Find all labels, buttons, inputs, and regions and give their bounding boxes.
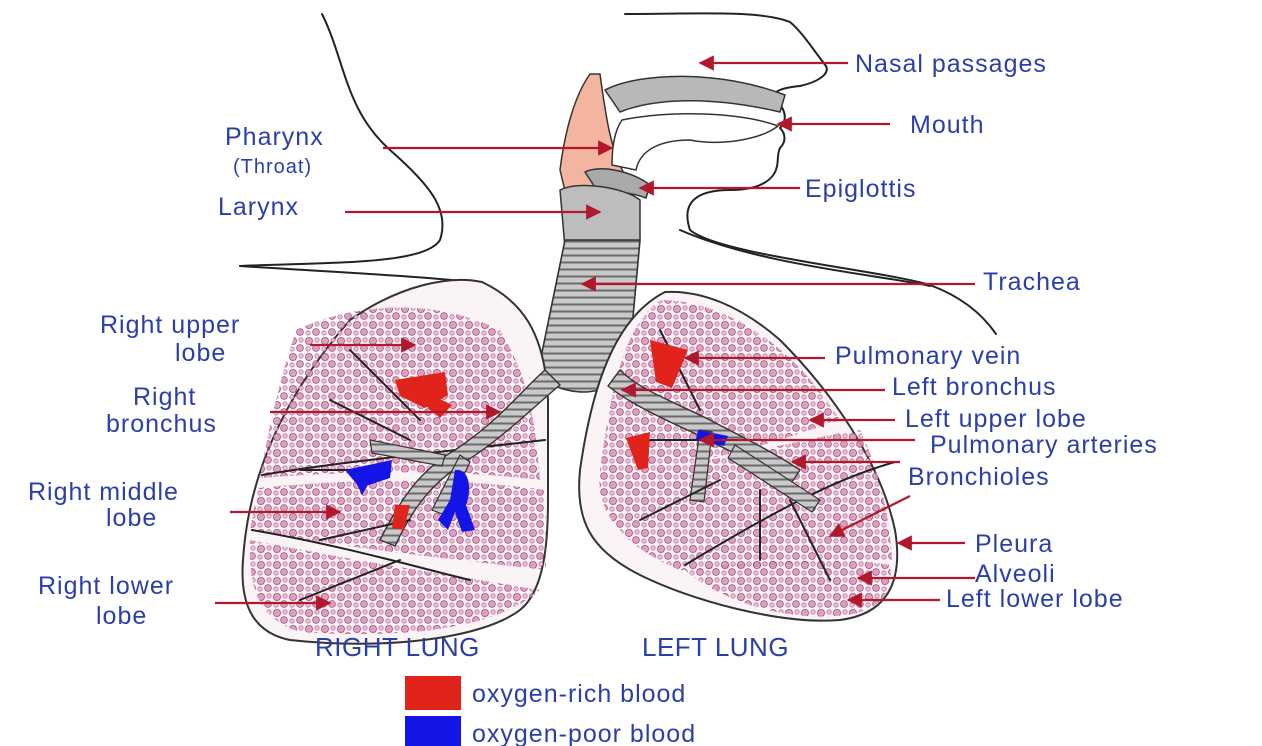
label-pleura: Pleura <box>975 530 1053 558</box>
upper-airway <box>560 74 785 254</box>
label-right-upper-lobe-line1: Right upper <box>100 311 240 339</box>
label-left-lower-lobe: Left lower lobe <box>946 585 1124 613</box>
label-right-bronchus-line2: bronchus <box>106 410 217 438</box>
label-right-upper-lobe-line2: lobe <box>175 339 226 367</box>
label-right-lower-lobe-line1: Right lower <box>38 572 174 600</box>
label-pulmonary-arteries: Pulmonary arteries <box>930 431 1158 459</box>
label-pharynx-sub: (Throat) <box>233 156 312 178</box>
label-right-middle-lobe-line1: Right middle <box>28 478 179 506</box>
label-pulmonary-vein: Pulmonary vein <box>835 342 1021 370</box>
label-left-lung: LEFT LUNG <box>642 632 789 662</box>
label-left-upper-lobe: Left upper lobe <box>905 405 1087 433</box>
label-larynx: Larynx <box>218 193 299 221</box>
right-lung <box>243 280 548 644</box>
label-right-middle-lobe-line2: lobe <box>106 504 157 532</box>
label-right-lower-lobe-line2: lobe <box>96 602 147 630</box>
legend-swatch-oxygen-poor <box>405 716 461 746</box>
label-alveoli: Alveoli <box>975 560 1056 588</box>
label-epiglottis: Epiglottis <box>805 175 916 203</box>
label-right-lung: RIGHT LUNG <box>315 632 480 662</box>
legend-label-oxygen-rich: oxygen-rich blood <box>472 680 686 708</box>
label-left-bronchus: Left bronchus <box>892 373 1057 401</box>
label-nasal-passages: Nasal passages <box>855 50 1047 78</box>
legend-swatch-oxygen-rich <box>405 676 461 710</box>
label-bronchioles: Bronchioles <box>908 463 1050 491</box>
legend: oxygen-rich blood oxygen-poor blood <box>405 676 696 746</box>
legend-label-oxygen-poor: oxygen-poor blood <box>472 720 696 746</box>
label-mouth: Mouth <box>910 111 984 139</box>
label-right-bronchus-line1: Right <box>133 383 196 411</box>
label-pharynx: Pharynx <box>225 123 324 151</box>
label-trachea: Trachea <box>983 268 1081 296</box>
